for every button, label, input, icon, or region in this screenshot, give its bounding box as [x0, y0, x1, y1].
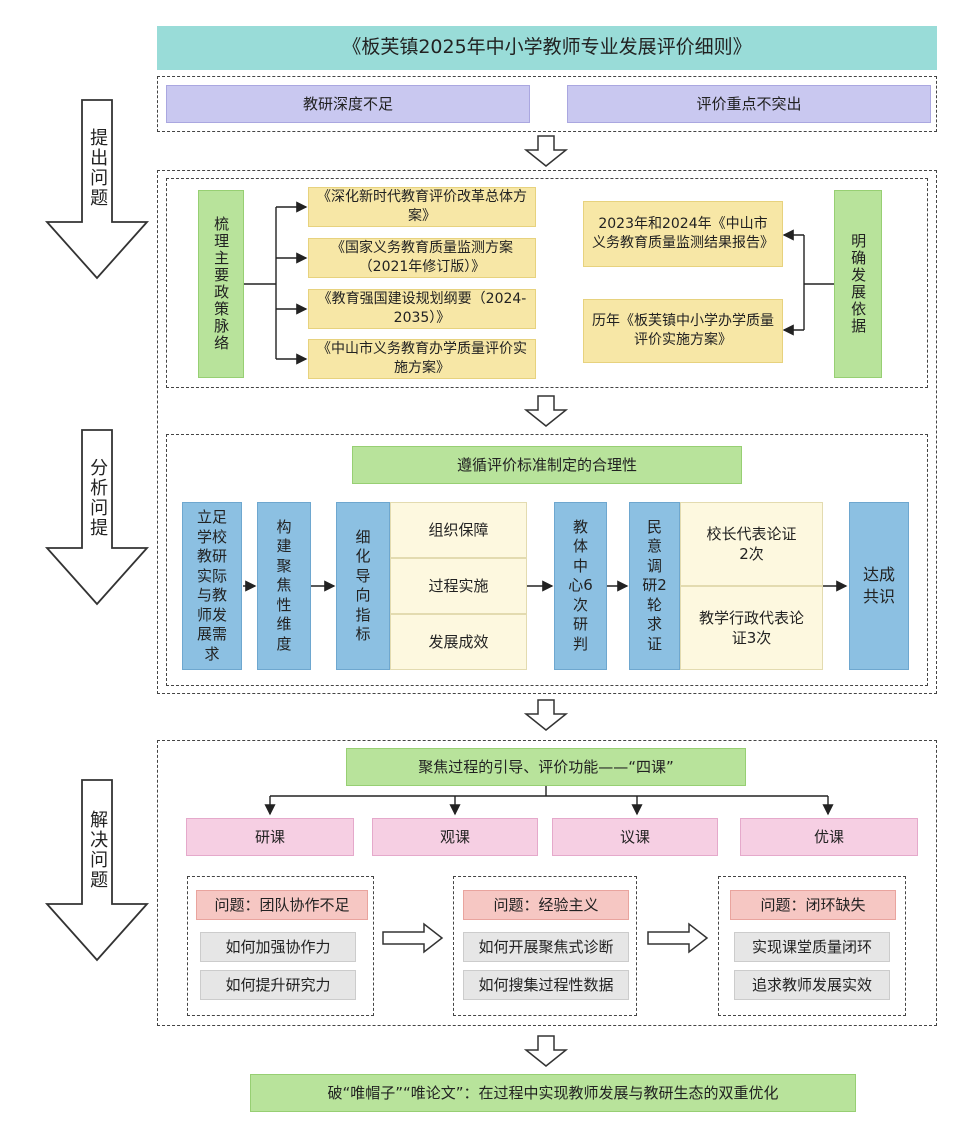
stage-arrow-analyze [44, 429, 150, 606]
problem-group-2-item-2: 如何搜集过程性数据 [463, 970, 629, 1000]
problems-section [157, 76, 937, 132]
problem-group-2-item-1: 如何开展聚焦式诊断 [463, 932, 629, 962]
page-title: 《板芙镇2025年中小学教师专业发展评价细则》 [157, 26, 937, 70]
down-arrow-2 [523, 395, 569, 427]
stage-arrow-raise [44, 99, 150, 280]
policy-left-label: 梳理主要政策脉络 [198, 190, 244, 378]
down-arrow-4 [523, 1035, 569, 1067]
flow-step-consensus: 达成共识 [849, 502, 909, 670]
solution-section [157, 740, 937, 1026]
problem-group-2-title: 问题：经验主义 [463, 890, 629, 920]
standards-header: 遵循评价标准制定的合理性 [352, 446, 742, 484]
problem-group-1-item-1: 如何加强协作力 [200, 932, 356, 962]
problem-group-3-item-1: 实现课堂质量闭环 [734, 932, 890, 962]
flow-step-needs: 立足学校教研实际与教师发展需求 [182, 502, 242, 670]
policy-doc-2: 《国家义务教育质量监测方案（2021年修订版）》 [308, 238, 536, 278]
stage-arrow-solve [44, 779, 150, 962]
stage-label-solve: 解决问题 [87, 810, 109, 890]
analysis-outer-section [157, 170, 937, 694]
report-box-2: 历年《板芙镇中小学办学质量评价实施方案》 [583, 299, 783, 363]
problem-box-focus: 评价重点不突出 [567, 85, 931, 123]
stage-label-analyze: 分析问提 [87, 458, 109, 538]
down-arrow-3 [523, 699, 569, 731]
policy-right-label: 明确发展依据 [834, 190, 882, 378]
report-box-1: 2023年和2024年《中山市义务教育质量监测结果报告》 [583, 201, 783, 267]
indicator-outcome: 发展成效 [390, 614, 527, 670]
four-courses-header: 聚焦过程的引导、评价功能——“四课” [346, 748, 746, 786]
right-arrow-2 [647, 922, 709, 954]
conclusion-box: 破“唯帽子”“唯论文”：在过程中实现教师发展与教研生态的双重优化 [250, 1074, 856, 1112]
flow-step-survey: 民意调研2轮求证 [629, 502, 680, 670]
problem-group-3 [718, 876, 906, 1016]
flow-step-center-review: 教体中心6次研判 [554, 502, 607, 670]
problem-group-1-item-2: 如何提升研究力 [200, 970, 356, 1000]
stage-label-raise: 提出问题 [87, 128, 109, 208]
problem-group-2 [453, 876, 637, 1016]
down-arrow-1 [523, 135, 569, 167]
course-discuss: 议课 [552, 818, 718, 856]
policy-doc-4: 《中山市义务教育办学质量评价实施方案》 [308, 339, 536, 379]
problem-group-1 [187, 876, 374, 1016]
standards-section [166, 434, 928, 686]
policy-doc-3: 《教育强国建设规划纲要（2024-2035）》 [308, 289, 536, 329]
flow-step-indicators: 细化导向指标 [336, 502, 390, 670]
flow-step-dimensions: 构建聚焦性维度 [257, 502, 311, 670]
problem-group-3-title: 问题：闭环缺失 [730, 890, 896, 920]
course-excellent: 优课 [740, 818, 918, 856]
review-principals: 校长代表论证2次 [680, 502, 823, 586]
indicator-organization: 组织保障 [390, 502, 527, 558]
course-observe: 观课 [372, 818, 538, 856]
indicator-process: 过程实施 [390, 558, 527, 614]
policy-doc-1: 《深化新时代教育评价改革总体方案》 [308, 187, 536, 227]
course-research: 研课 [186, 818, 354, 856]
review-admins: 教学行政代表论证3次 [680, 586, 823, 670]
problem-group-1-title: 问题：团队协作不足 [196, 890, 368, 920]
problem-group-3-item-2: 追求教师发展实效 [734, 970, 890, 1000]
right-arrow-1 [382, 922, 444, 954]
policy-section [166, 178, 928, 388]
problem-box-depth: 教研深度不足 [166, 85, 530, 123]
